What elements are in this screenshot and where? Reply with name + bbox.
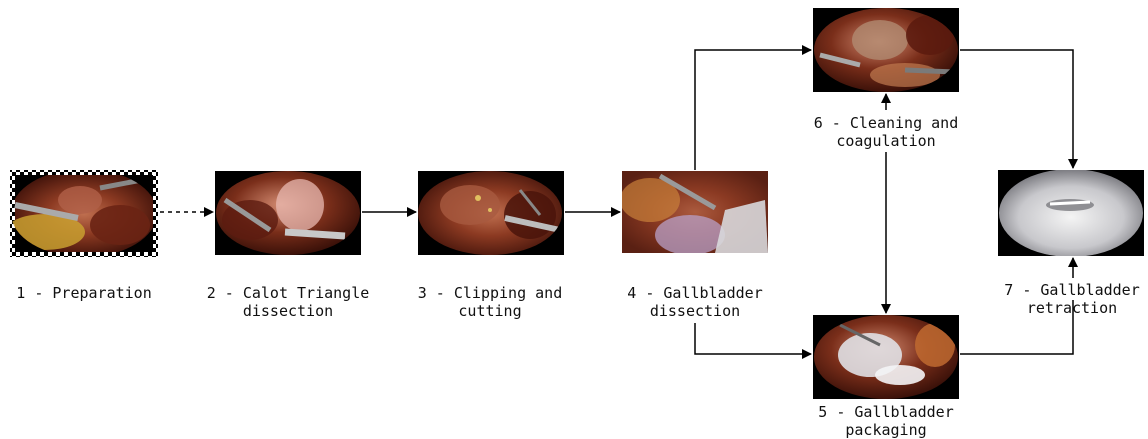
stage-2-label-line1: 2 - Calot Triangle [193, 284, 383, 302]
arrow-6-to-7 [960, 50, 1073, 168]
stage-3-label: 3 - Clipping and cutting [400, 284, 580, 320]
stage-6-image [813, 8, 959, 92]
stage-6-label-line1: 6 - Cleaning and [792, 114, 980, 132]
stage-3-image [418, 171, 564, 255]
stage-4-label-line1: 4 - Gallbladder [610, 284, 780, 302]
stage-6-label: 6 - Cleaning and coagulation [792, 114, 980, 150]
arrow-4-to-6 [695, 50, 811, 170]
stage-6-label-line2: coagulation [792, 132, 980, 150]
stage-7-label-line1: 7 - Gallbladder [996, 281, 1148, 299]
stage-3-label-line2: cutting [400, 302, 580, 320]
stage-5-label-line2: packaging [798, 421, 974, 439]
stage-1-image [5, 170, 158, 257]
stage-4-image [620, 171, 768, 255]
stage-7-image [998, 170, 1144, 256]
stage-2-label: 2 - Calot Triangle dissection [193, 284, 383, 320]
stage-5-label-line1: 5 - Gallbladder [798, 403, 974, 421]
stage-5-image [813, 315, 959, 399]
stage-7-label-line2: retraction [996, 299, 1148, 317]
stage-1-label: 1 - Preparation [4, 284, 164, 302]
stage-1-label-line1: 1 - Preparation [4, 284, 164, 302]
stage-4-label-line2: dissection [610, 302, 780, 320]
stage-7-label: 7 - Gallbladder retraction [996, 281, 1148, 317]
stage-4-label: 4 - Gallbladder dissection [610, 284, 780, 320]
stage-5-label: 5 - Gallbladder packaging [798, 403, 974, 439]
stage-3-label-line1: 3 - Clipping and [400, 284, 580, 302]
arrow-4-to-5 [695, 323, 811, 354]
stage-2-label-line2: dissection [193, 302, 383, 320]
stage-2-image [215, 171, 361, 255]
